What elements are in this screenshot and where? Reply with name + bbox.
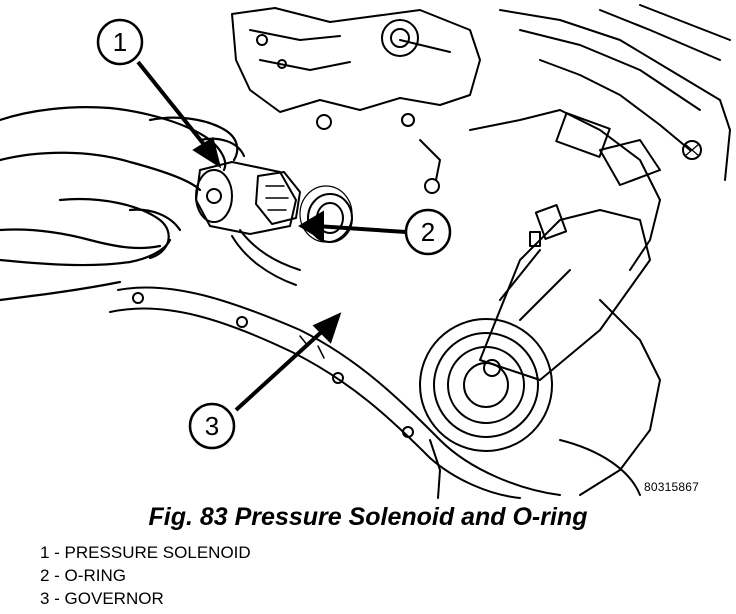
callout-2: 2 (404, 208, 452, 256)
figure-caption: Fig. 83 Pressure Solenoid and O-ring (148, 503, 588, 531)
callout-2-label: 2 (421, 217, 435, 247)
pressure-solenoid-icon (195, 161, 301, 286)
valve-body (231, 7, 481, 113)
hand-illustration (0, 106, 246, 302)
callout-3: 3 (188, 402, 236, 450)
callout-1-label: 1 (113, 27, 127, 57)
legend-list: 1 - PRESSURE SOLENOID 2 - O-RING 3 - GOV… (40, 541, 251, 610)
governor-icon (419, 204, 651, 452)
legend-item: 1 - PRESSURE SOLENOID (40, 543, 251, 562)
technical-illustration: 1 2 3 (0, 4, 731, 499)
leader-arrow-2 (315, 224, 407, 234)
callout-3-label: 3 (205, 411, 219, 441)
legend-item: 3 - GOVERNOR (40, 589, 164, 608)
callout-1: 1 (96, 18, 144, 66)
leader-arrow-3 (234, 324, 330, 412)
legend-item: 2 - O-RING (40, 566, 126, 585)
gasket-flange (117, 286, 561, 496)
o-ring-icon (299, 185, 353, 243)
reference-code: 80315867 (644, 480, 699, 494)
leader-arrow-1 (136, 60, 212, 154)
